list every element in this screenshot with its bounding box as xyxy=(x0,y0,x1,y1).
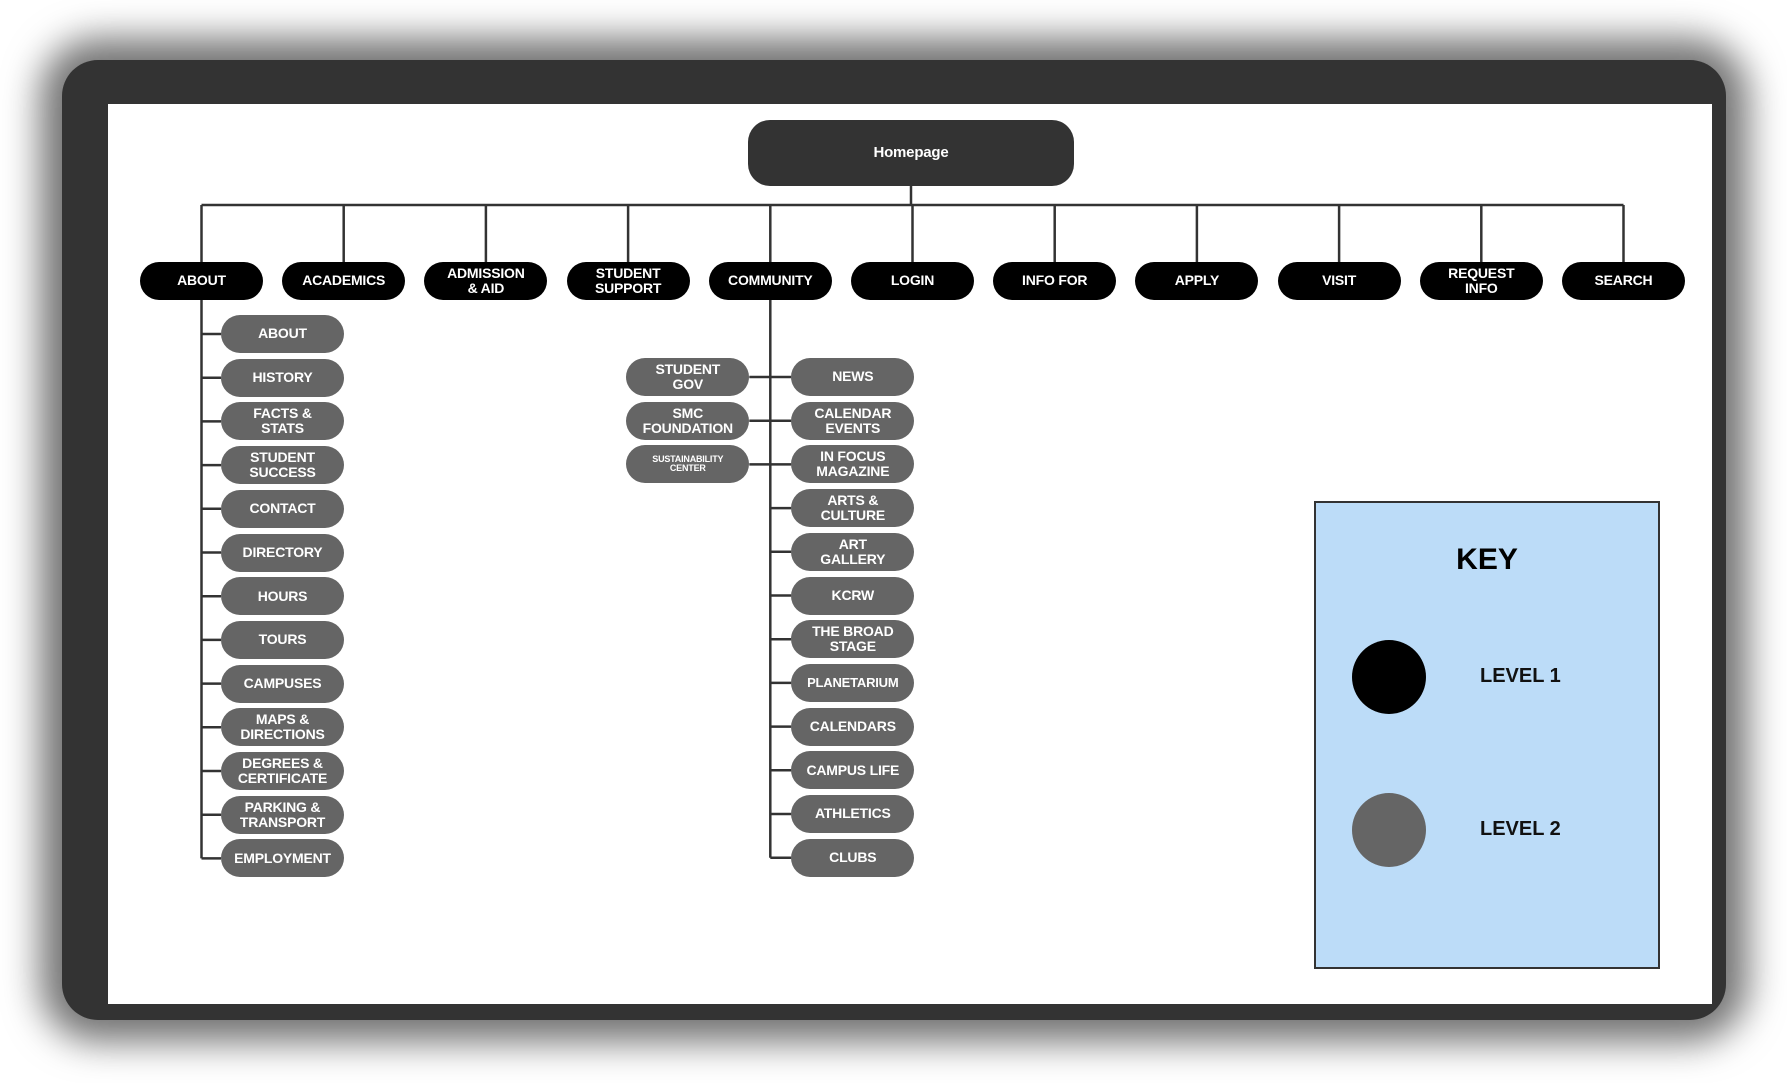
nav-item-search: SEARCH xyxy=(1562,262,1685,300)
about-child-directory: DIRECTORY xyxy=(221,533,344,572)
about-child-student-success: STUDENT SUCCESS xyxy=(221,446,344,485)
level1-swatch xyxy=(1352,640,1426,714)
community-child-the-broad-stage: THE BROAD STAGE xyxy=(791,620,915,659)
sitemap-canvas: Homepage ABOUT ACADEMICS ADMISSION & AID ST… xyxy=(108,104,1712,1004)
level2-label: LEVEL 2 xyxy=(1480,818,1561,840)
nav-item-visit: VISIT xyxy=(1277,262,1401,300)
nav-item-apply: APPLY xyxy=(1135,262,1259,300)
about-child-degrees-certificate: DEGREES & CERTIFICATE xyxy=(221,752,344,790)
nav-item-community: COMMUNITY xyxy=(708,262,832,300)
community-child-student-gov: STUDENT GOV xyxy=(626,358,750,396)
level2-swatch xyxy=(1352,793,1426,867)
community-child-athletics: ATHLETICS xyxy=(791,795,915,833)
key-title: KEY xyxy=(1456,543,1518,576)
about-child-contact: CONTACT xyxy=(221,489,344,528)
community-child-sustainability-center: SUSTAINABILITY CENTER xyxy=(626,445,750,484)
about-child-about: ABOUT xyxy=(221,315,344,353)
community-child-art-gallery: ART GALLERY xyxy=(791,532,915,571)
nav-item-info-for: INFO FOR xyxy=(993,262,1117,300)
about-child-tours: TOURS xyxy=(221,620,344,659)
nav-item-login: LOGIN xyxy=(851,262,974,300)
about-child-hours: HOURS xyxy=(221,577,344,616)
legend-key: KEY LEVEL 1 LEVEL 2 xyxy=(1314,501,1660,969)
nav-item-academics: ACADEMICS xyxy=(282,262,406,300)
level1-label: LEVEL 1 xyxy=(1480,665,1561,687)
about-child-history: HISTORY xyxy=(221,358,344,397)
about-child-maps-directions: MAPS & DIRECTIONS xyxy=(221,708,344,747)
community-child-arts-culture: ARTS & CULTURE xyxy=(791,489,915,528)
about-child-facts-stats: FACTS & STATS xyxy=(221,402,344,441)
homepage-node: Homepage xyxy=(748,120,1074,186)
about-child-campuses: CAMPUSES xyxy=(221,664,344,703)
nav-item-request-info: REQUEST INFO xyxy=(1419,262,1543,300)
community-child-clubs: CLUBS xyxy=(791,838,915,877)
about-child-employment: EMPLOYMENT xyxy=(221,839,344,878)
community-child-calendars: CALENDARS xyxy=(791,707,915,746)
community-child-news: NEWS xyxy=(791,358,915,396)
about-child-parking-transport: PARKING & TRANSPORT xyxy=(221,795,344,834)
community-child-in-focus-magazine: IN FOCUS MAGAZINE xyxy=(791,445,915,484)
nav-item-admission-aid: ADMISSION & AID xyxy=(424,262,548,300)
community-child-kcrw: KCRW xyxy=(791,576,915,615)
community-child-campus-life: CAMPUS LIFE xyxy=(791,751,915,790)
nav-item-student-support: STUDENT SUPPORT xyxy=(566,262,690,300)
community-child-planetarium: PLANETARIUM xyxy=(791,663,915,702)
community-child-calendar-events: CALENDAR EVENTS xyxy=(791,401,915,440)
nav-item-about: ABOUT xyxy=(140,262,263,300)
community-child-smc-foundation: SMC FOUNDATION xyxy=(626,401,750,440)
connector-lines xyxy=(200,186,1625,860)
